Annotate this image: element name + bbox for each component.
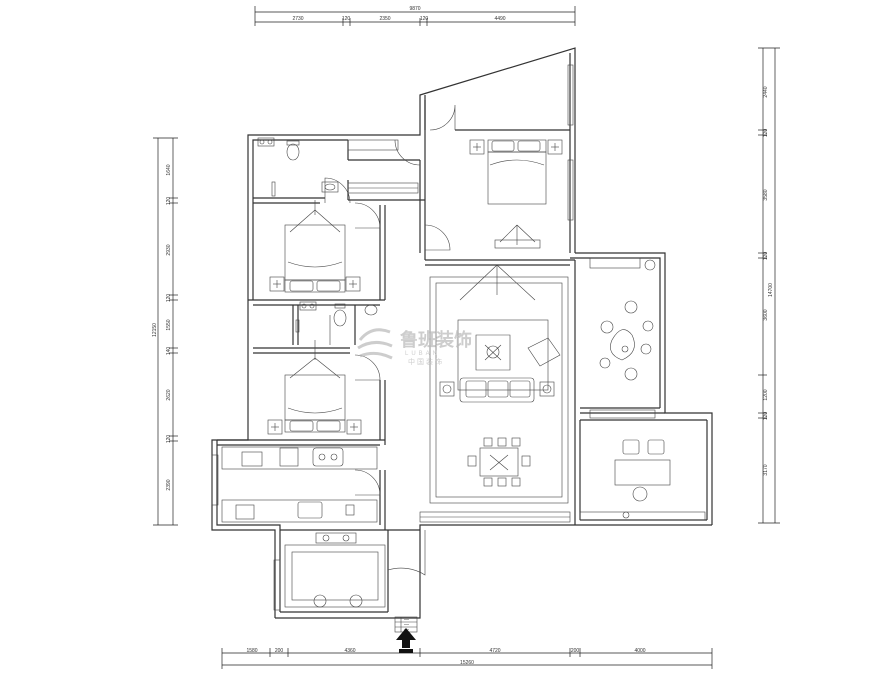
bottom-total-dim: 15260 <box>460 660 474 666</box>
interior-walls <box>217 53 708 612</box>
watermark-latin: LUBAN <box>405 351 440 357</box>
left-dim-1: 1640 <box>166 164 172 175</box>
dining-table-icon <box>479 447 519 477</box>
right-dim-6: 1200 <box>763 389 769 400</box>
right-dimension: 2440 120 3580 120 3600 1200 120 3170 147… <box>758 47 780 524</box>
right-total-dim: 14700 <box>768 283 774 297</box>
right-dim-2: 120 <box>763 129 769 138</box>
doors <box>324 104 456 576</box>
top-dim-5: 4490 <box>494 16 505 22</box>
watermark-sub: 中国装饰 <box>408 357 444 366</box>
left-dim-2: 120 <box>166 197 172 206</box>
rug-icon <box>457 319 549 391</box>
right-dim-4: 120 <box>763 252 769 261</box>
bottom-dim-5: 200 <box>571 648 580 654</box>
double-bed-icon <box>284 224 346 281</box>
bathroom-top <box>257 137 339 197</box>
right-dim-8: 3170 <box>763 464 769 475</box>
stove-icon <box>312 447 344 467</box>
top-dim-2: 120 <box>342 16 351 22</box>
right-dim-1: 2440 <box>763 86 769 97</box>
balcony-dining <box>614 439 671 519</box>
legend-row-2: — <box>404 622 409 628</box>
right-dim-5: 3600 <box>763 309 769 320</box>
left-dim-7: 2620 <box>166 389 172 400</box>
living-room <box>429 264 569 504</box>
bathroom-middle <box>295 301 378 333</box>
washbasin-icon <box>321 181 339 193</box>
left-dim-6: 140 <box>166 347 172 356</box>
bottom-dim-4: 4720 <box>489 648 500 654</box>
left-total-dim: 12150 <box>152 323 158 337</box>
top-total-dim: 9870 <box>409 6 420 12</box>
balcony-garden <box>599 259 656 381</box>
bottom-dim-1: 1580 <box>246 648 257 654</box>
bedroom-1 <box>269 200 361 293</box>
top-dim-1: 2730 <box>292 16 303 22</box>
top-dim-3: 2350 <box>379 16 390 22</box>
top-dim-4: 120 <box>420 16 429 22</box>
armchair-icon <box>527 337 561 367</box>
toilet-icon <box>286 143 300 161</box>
bottom-dim-6: 4000 <box>634 648 645 654</box>
bottom-dim-2: 200 <box>275 648 284 654</box>
left-dim-9: 2390 <box>166 479 172 490</box>
watermark: 鲁班装饰 LUBAN 中国装饰 <box>357 328 472 366</box>
windows <box>211 64 706 611</box>
bottom-dim-3: 4360 <box>344 648 355 654</box>
left-dim-8: 120 <box>166 435 172 444</box>
left-dimension: 1640 120 2930 120 1550 140 2620 120 2390… <box>152 137 178 526</box>
bedroom-3 <box>267 340 362 435</box>
watermark-brand: 鲁班装饰 <box>400 329 472 350</box>
washbasin-icon <box>364 304 378 316</box>
bottom-dimension: 1580 200 4360 4720 200 4000 15260 <box>221 648 713 669</box>
luban-logo-icon <box>357 328 393 360</box>
left-dim-4: 120 <box>166 294 172 303</box>
sofa-icon <box>459 377 535 403</box>
left-dim-3: 2930 <box>166 244 172 255</box>
top-dimension: 9870 2730 120 2350 120 4490 <box>254 6 576 26</box>
double-bed-icon <box>487 151 547 205</box>
kitchen <box>221 446 378 523</box>
entrance-arrow-icon <box>396 628 416 653</box>
bedroom-2 <box>469 139 563 249</box>
dining-nook <box>284 532 386 608</box>
right-dim-7: 120 <box>763 412 769 421</box>
sink-icon <box>297 501 323 519</box>
exterior-walls <box>211 47 713 619</box>
right-dim-3: 3580 <box>763 189 769 200</box>
toilet-icon <box>333 309 347 327</box>
left-dim-5: 1550 <box>166 319 172 330</box>
legend-row-1: — <box>404 617 409 623</box>
